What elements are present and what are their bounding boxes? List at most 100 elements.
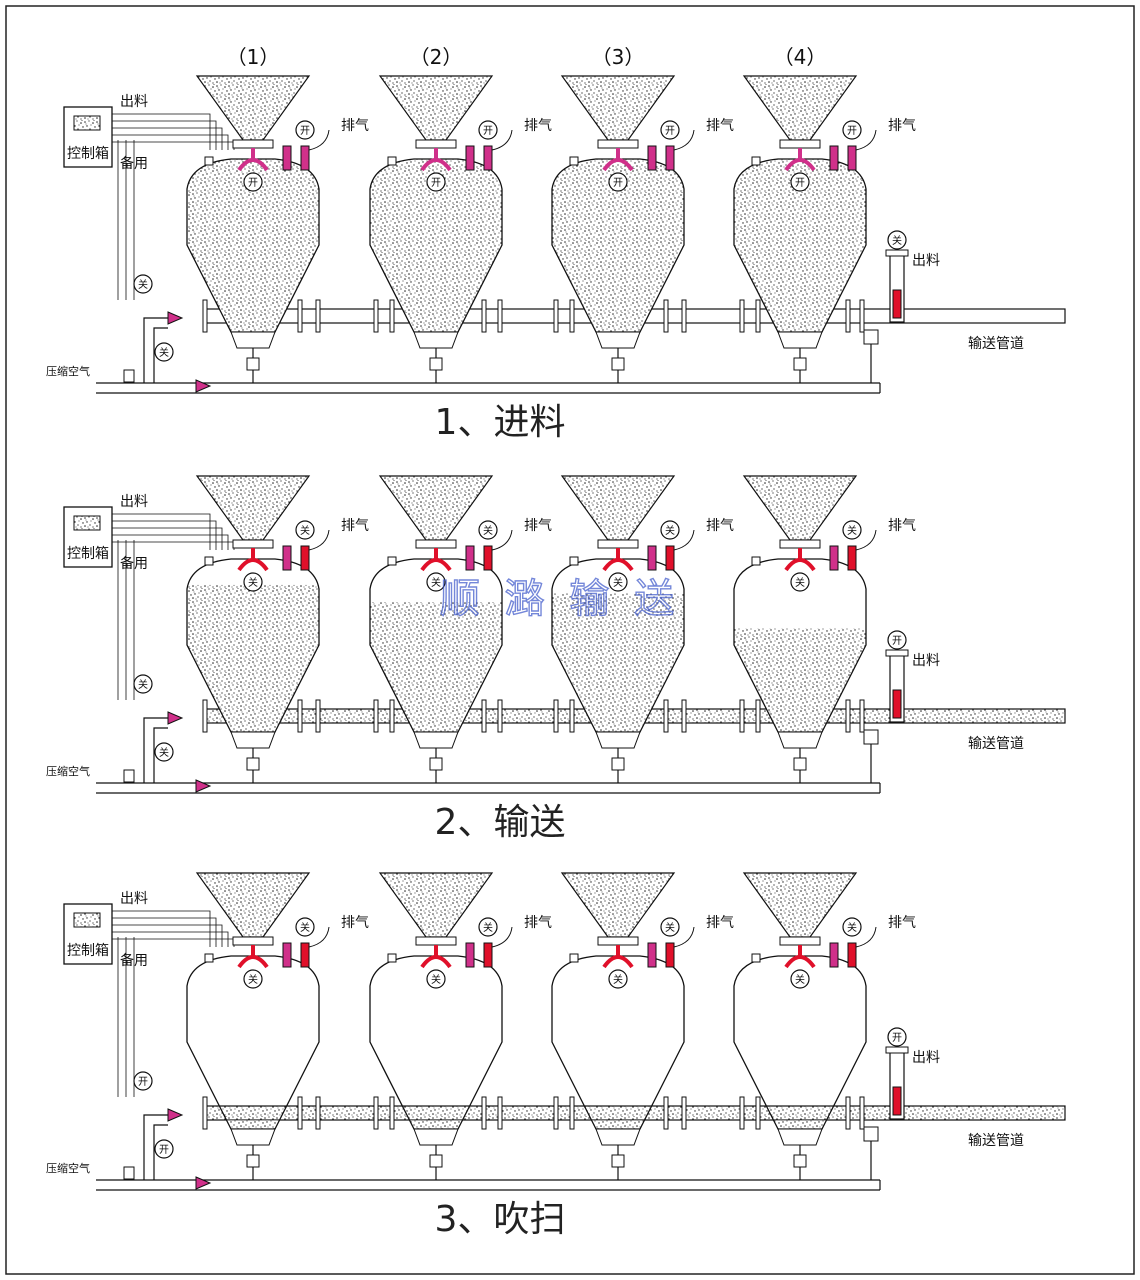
- exhaust-label: 排气: [888, 118, 916, 134]
- pipe-flange: [845, 1096, 851, 1130]
- feed-hopper: [560, 475, 676, 541]
- vent-valve: [282, 942, 292, 968]
- vent-valve-state-circle: [660, 120, 680, 140]
- vent-valve-state-circle: [478, 917, 498, 937]
- dome-valve-state-circle: [608, 572, 628, 592]
- discharge-valve-state-state: 开: [892, 1033, 902, 1044]
- compressed-air-label: 压缩空气: [46, 364, 90, 378]
- level-probe: [204, 156, 214, 166]
- level-probe: [751, 156, 761, 166]
- dome-valve-state-state: 关: [795, 576, 805, 589]
- discharge-label: 出料: [912, 253, 940, 269]
- dome-valve-state-state: 关: [431, 973, 441, 986]
- pipe-flange: [481, 1096, 487, 1130]
- pipe-flange: [663, 1096, 669, 1130]
- discharge-valve-gate: [892, 689, 902, 719]
- pump-vessel-4: 关关排气: [733, 475, 916, 783]
- step-caption-3: 3、吹扫: [435, 1199, 566, 1240]
- exhaust-line: [308, 129, 330, 151]
- dome-valve-state-state: 关: [431, 576, 441, 589]
- pump-vessel-1: 关关排气: [186, 872, 369, 1180]
- dome-valve-state-state: 关: [795, 973, 805, 986]
- pump-vessel-2: 开开排气: [369, 75, 552, 383]
- feed-hopper: [378, 75, 494, 141]
- dome-valve: [602, 955, 634, 969]
- control-discharge-label: 出料: [120, 891, 148, 907]
- inlet-flange: [232, 936, 274, 946]
- aeration-valve: [793, 757, 807, 771]
- exhaust-line: [308, 529, 330, 551]
- vent-valve: [829, 942, 839, 968]
- exhaust-label: 排气: [341, 518, 369, 534]
- pipe-flange: [755, 299, 761, 333]
- pipe-flange: [739, 699, 745, 733]
- vent-valve: [647, 942, 657, 968]
- feed-hopper: [378, 475, 494, 541]
- inlet-flange: [415, 139, 457, 149]
- pipe-flange: [859, 699, 865, 733]
- dome-valve: [784, 558, 816, 572]
- aeration-valve: [611, 1154, 625, 1168]
- unit-number-1: （1）: [227, 45, 280, 69]
- vessel-outlet: [595, 331, 641, 349]
- dome-valve-state-circle: [426, 969, 446, 989]
- vent-valve: [465, 545, 475, 571]
- vessel-outlet: [413, 1128, 459, 1146]
- conveying-pipe: [204, 1105, 1066, 1121]
- conveying-pipe-label: 输送管道: [968, 336, 1024, 352]
- vent-valve: [647, 545, 657, 571]
- discharge-valve-state-state: 开: [892, 636, 902, 647]
- exhaust-label: 排气: [888, 518, 916, 534]
- pipe-flange: [389, 1096, 395, 1130]
- vent-valve-state-state: 关: [847, 921, 857, 934]
- watermark: 顺 潞 输 送: [440, 576, 680, 622]
- air-valve-state-state: 关: [159, 346, 169, 359]
- control-box-display: [73, 515, 101, 531]
- pipe-flange: [845, 699, 851, 733]
- conveying-pipe-label: 输送管道: [968, 1133, 1024, 1149]
- inlet-valve: [167, 1108, 184, 1122]
- discharge-valve-state-state: 关: [892, 234, 902, 247]
- pipe-flange: [497, 299, 503, 333]
- control-discharge-label: 出料: [120, 494, 148, 510]
- aeration-valve: [246, 1154, 260, 1168]
- discharge-valve-actuator: [885, 249, 909, 257]
- pipe-flange: [315, 299, 321, 333]
- pipe-check-valve: [863, 1126, 879, 1142]
- pipe-flange: [663, 299, 669, 333]
- vent-valve-state-circle: [478, 120, 498, 140]
- step-caption-2: 2、输送: [435, 802, 566, 843]
- exhaust-line: [855, 129, 877, 151]
- discharge-valve-gate: [892, 1086, 902, 1116]
- pump-vessel-4: 开开排气: [733, 75, 916, 383]
- dome-valve-state-circle: [243, 172, 263, 192]
- air-riser-2: [153, 327, 168, 383]
- dome-valve: [784, 955, 816, 969]
- unit-number-3: （3）: [592, 45, 645, 69]
- dome-valve-state-circle: [790, 572, 810, 592]
- exhaust-label: 排气: [524, 518, 552, 534]
- discharge-valve-state-circle: [887, 230, 907, 250]
- aeration-valve: [429, 1154, 443, 1168]
- air-valve-state-circle: [154, 1139, 174, 1159]
- exhaust-label: 排气: [341, 915, 369, 931]
- control-box-label: 控制箱: [67, 943, 109, 959]
- feed-hopper: [742, 75, 858, 141]
- pipe-flange: [497, 1096, 503, 1130]
- exhaust-label: 排气: [706, 518, 734, 534]
- signal-wire: [112, 520, 217, 550]
- air-valve-state-circle: [154, 742, 174, 762]
- pump-vessel-4: 关关排气: [733, 872, 916, 1180]
- level-probe: [204, 953, 214, 963]
- pipe-flange: [755, 699, 761, 733]
- vent-valve-2: [665, 145, 675, 171]
- air-valve: [195, 779, 212, 793]
- air-valve-state-state: 关: [159, 746, 169, 759]
- pipe-flange: [859, 299, 865, 333]
- pipe-flange: [739, 1096, 745, 1130]
- signal-wire: [112, 910, 211, 947]
- inlet-flange: [779, 139, 821, 149]
- vessel-outlet: [230, 331, 276, 349]
- conveying-pipe-label: 输送管道: [968, 736, 1024, 752]
- vent-valve-state-circle: [660, 520, 680, 540]
